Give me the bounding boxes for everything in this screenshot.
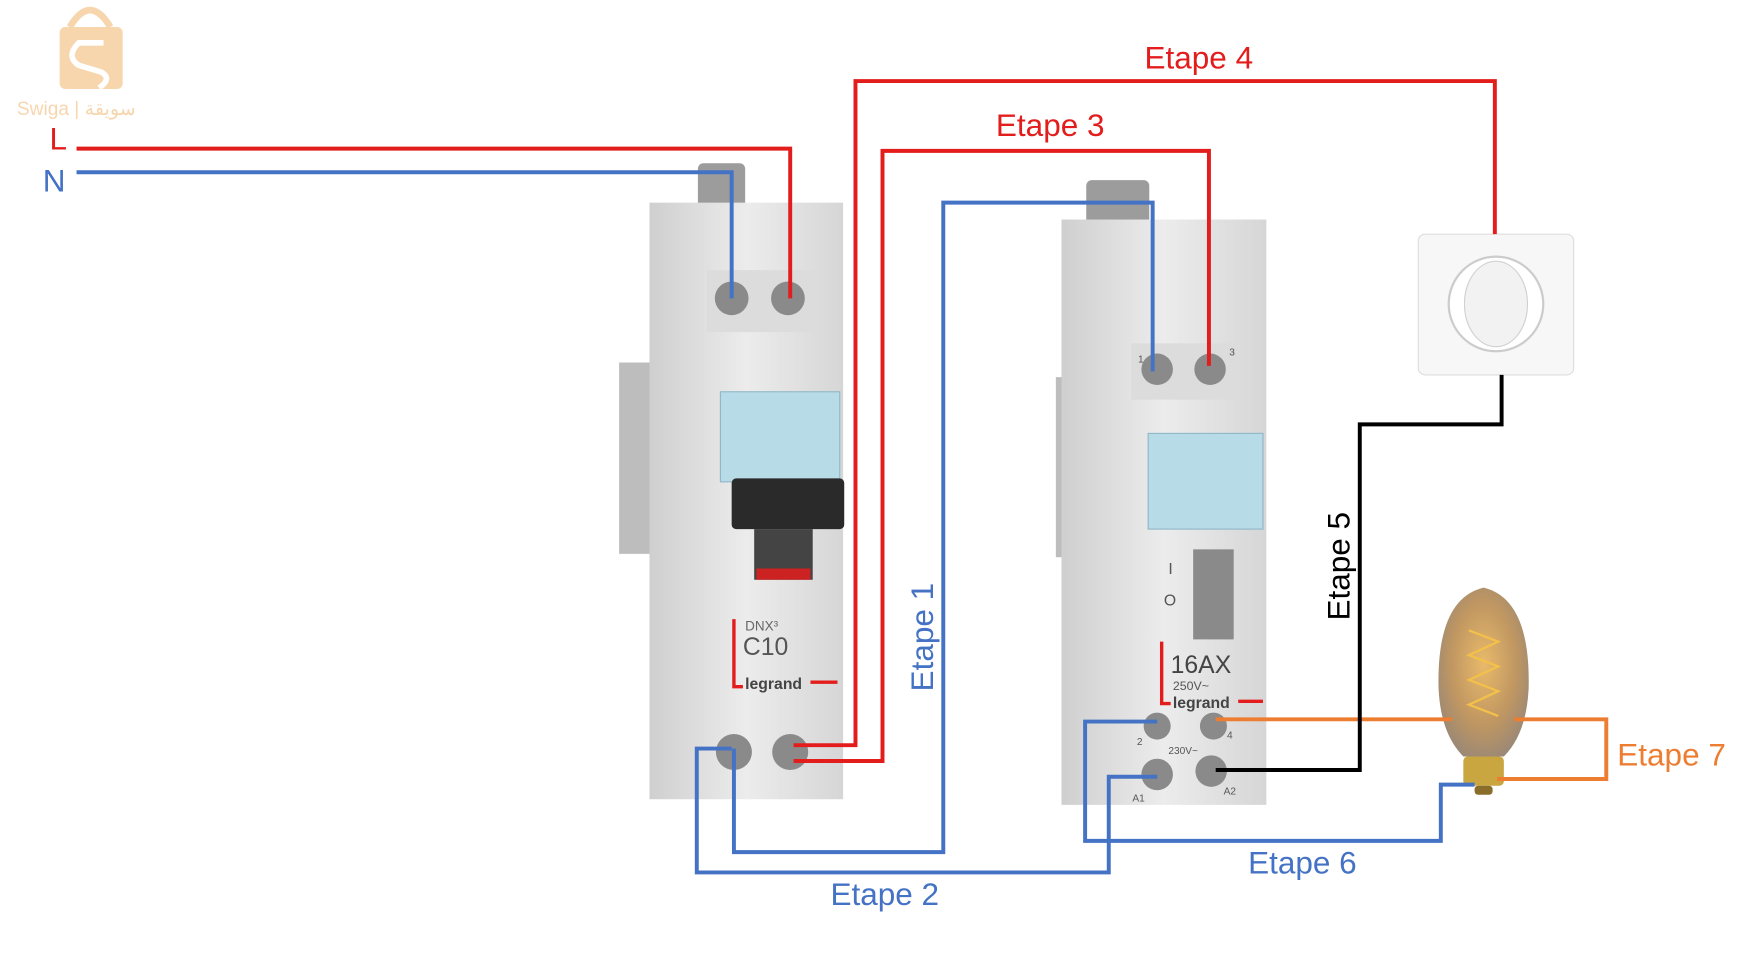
wire-etape-6 <box>1083 719 1475 843</box>
swiga-logo: Swiga | سويقة <box>17 6 136 120</box>
etape-3-label: Etape 3 <box>996 107 1105 143</box>
contactor-voltage: 250V~ <box>1173 679 1209 693</box>
push-button-switch <box>1417 233 1575 376</box>
terminal-3-label: 3 <box>1229 348 1235 359</box>
wire-etape-3 <box>793 148 1211 763</box>
wire-etape-5 <box>1215 374 1504 772</box>
breaker-series: DNX³ <box>745 618 779 633</box>
terminal-4-label: 4 <box>1227 730 1233 741</box>
contactor-brand: legrand <box>1173 695 1230 712</box>
etape-4-label: Etape 4 <box>1145 40 1254 76</box>
circuit-breaker-c10: DNX³ C10 legrand <box>619 163 845 800</box>
logo-text: Swiga | سويقة <box>17 99 136 120</box>
etape-7-label: Etape 7 <box>1617 736 1726 772</box>
etape-6-label: Etape 6 <box>1248 845 1357 881</box>
breaker-brand: legrand <box>745 676 802 693</box>
contactor-rating: 16AX <box>1171 652 1232 679</box>
terminal-a2-label: A2 <box>1224 787 1237 798</box>
terminal-1-label: 1 <box>1138 354 1144 365</box>
wire-etape-4 <box>793 79 1497 748</box>
light-bulb <box>1438 587 1529 795</box>
etape-5-label: Etape 5 <box>1321 512 1357 621</box>
wire-etape-2 <box>694 746 1158 875</box>
wire-neutral <box>76 170 734 299</box>
wire-etape-1 <box>731 200 1155 855</box>
terminal-2-label: 2 <box>1137 737 1143 748</box>
etape-2-label: Etape 2 <box>830 876 939 912</box>
breaker-toggle <box>731 478 845 530</box>
breaker-rating: C10 <box>743 634 788 661</box>
on-mark: I <box>1168 561 1172 578</box>
neutral-label: N <box>43 162 66 198</box>
coil-voltage-label: 230V~ <box>1168 746 1198 757</box>
live-label: L <box>50 121 68 157</box>
breaker-screw-bottom-l <box>772 733 809 770</box>
contactor-switch-lever <box>1193 549 1234 640</box>
wire-live <box>76 146 793 299</box>
etape-1-label: Etape 1 <box>904 583 940 692</box>
terminal-a1-label: A1 <box>1132 793 1145 804</box>
contactor-16ax: 1 3 I O 16AX 250V~ legrand 2 4 230V~ A1 … <box>1055 180 1267 805</box>
wire-etape-7b <box>1497 717 1609 781</box>
breaker-screw-top-l <box>771 281 805 316</box>
off-mark: O <box>1164 593 1176 610</box>
